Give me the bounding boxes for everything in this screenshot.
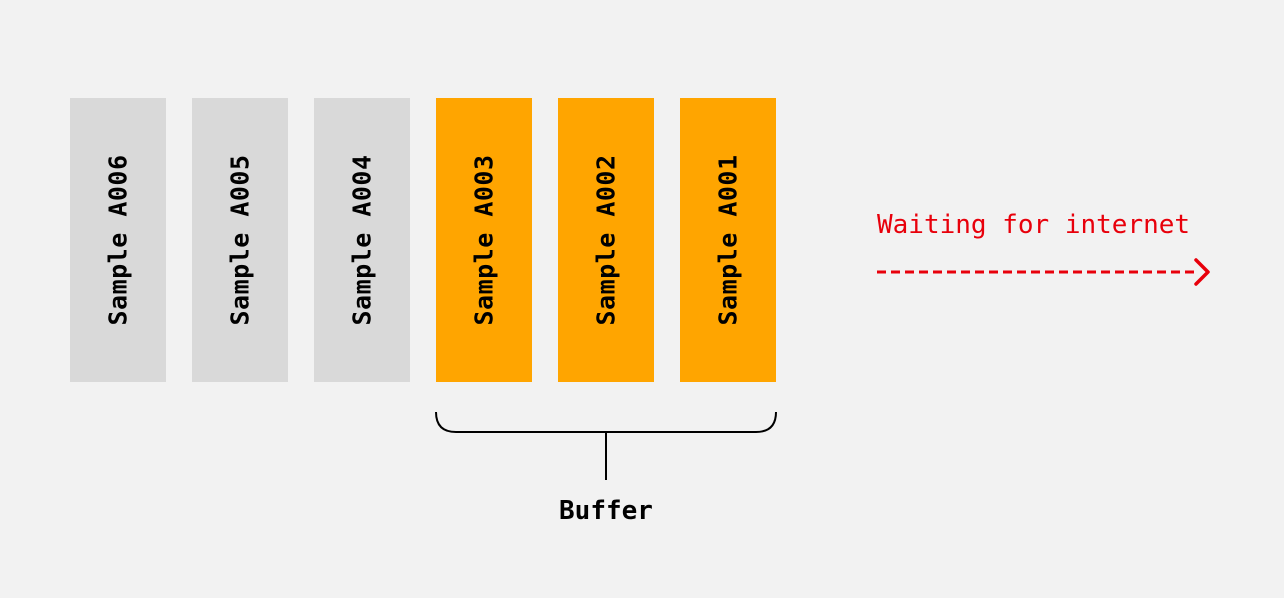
sample-label: Sample A004 (347, 154, 377, 326)
waiting-label: Waiting for internet (877, 210, 1191, 240)
sample-label: Sample A005 (225, 154, 255, 326)
buffer-label: Buffer (559, 496, 653, 526)
sample-label: Sample A002 (591, 154, 621, 326)
sample-label: Sample A003 (469, 154, 499, 326)
sample-label: Sample A006 (103, 154, 133, 326)
sample-label: Sample A001 (713, 154, 743, 326)
sample-block-a001: Sample A001 (680, 98, 776, 382)
buffer-brace-icon (435, 411, 777, 480)
sample-block-a006: Sample A006 (70, 98, 166, 382)
sample-block-a002: Sample A002 (558, 98, 654, 382)
sample-block-a003: Sample A003 (436, 98, 532, 382)
sample-block-a005: Sample A005 (192, 98, 288, 382)
dashed-arrow-icon (877, 258, 1210, 286)
sample-block-a004: Sample A004 (314, 98, 410, 382)
